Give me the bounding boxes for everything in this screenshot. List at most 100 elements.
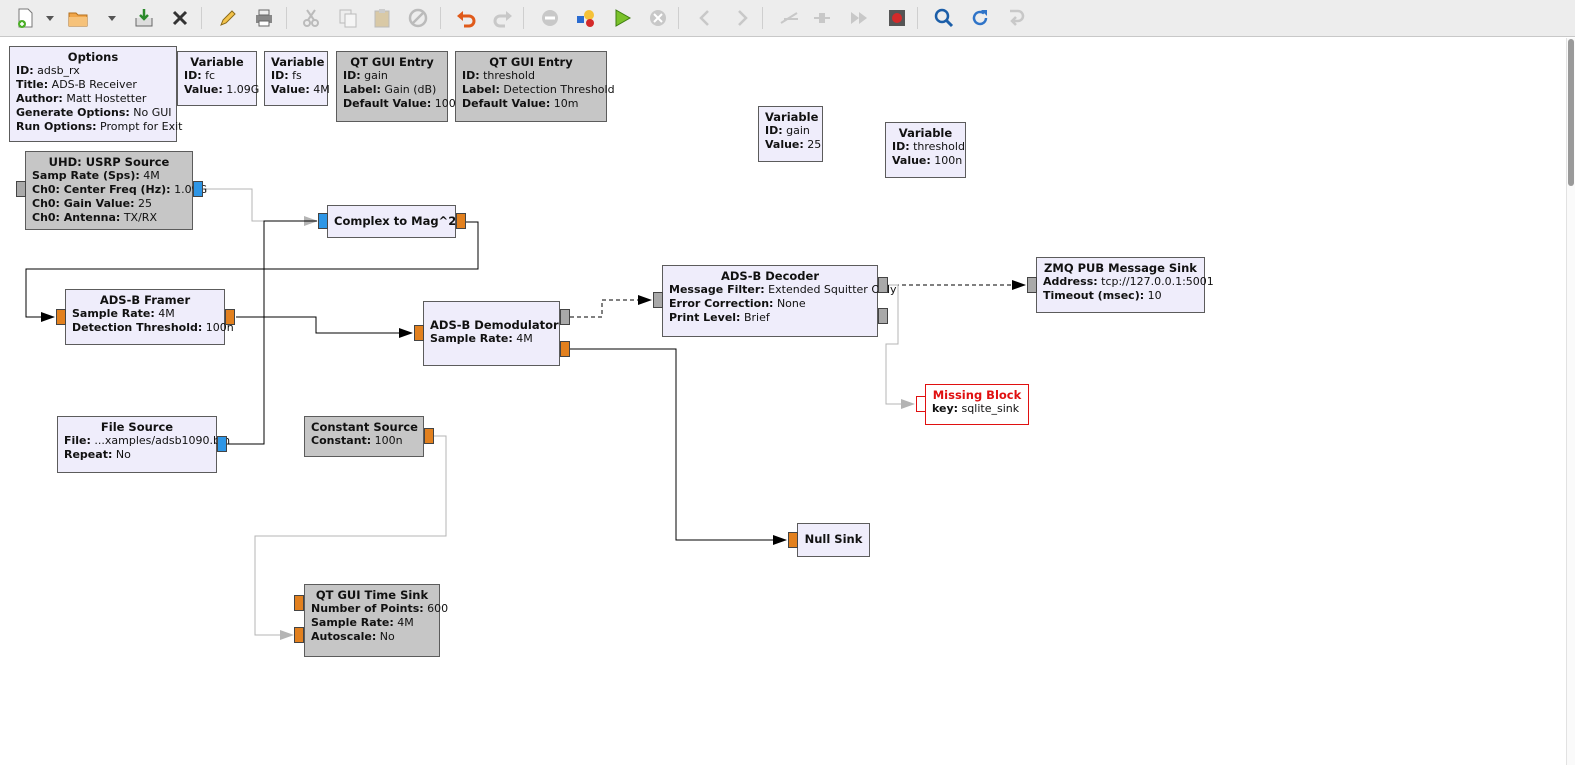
disable-icon[interactable] [537, 5, 563, 31]
connection-usrp-to-c2mag[interactable] [203, 188, 318, 226]
port-usrp-out[interactable] [193, 181, 203, 197]
block-param: Ch0: Antenna: TX/RX [32, 211, 186, 225]
block-missing[interactable]: Missing Block key: sqlite_sink [925, 384, 1029, 425]
block-zmq-pub-message-sink[interactable]: ZMQ PUB Message Sink Address: tcp://127.… [1036, 257, 1214, 313]
port-filesource-out[interactable] [217, 436, 227, 452]
undo-icon[interactable] [453, 5, 479, 31]
param-value: 25 [134, 197, 152, 210]
port-timesink-in-1[interactable] [294, 627, 304, 643]
open-icon[interactable] [65, 5, 91, 31]
block-null-sink[interactable]: Null Sink [797, 523, 870, 557]
block-file-source[interactable]: File Source File: ...xamples/adsb1090.bi… [57, 416, 230, 473]
port-missing-in[interactable] [916, 396, 926, 412]
block-params: key: sqlite_sink [932, 402, 1022, 416]
kill-icon[interactable] [645, 5, 671, 31]
param-value: 100n [371, 434, 403, 447]
block-title: QT GUI Entry [350, 55, 434, 69]
block-title: ADS-B Demodulator [430, 318, 559, 332]
param-value: Extended Squitter Only [764, 283, 897, 296]
execute-icon[interactable] [609, 5, 635, 31]
new-icon[interactable] [12, 5, 38, 31]
copy-icon[interactable] [335, 5, 361, 31]
port-timesink-in-0[interactable] [294, 595, 304, 611]
reload-icon[interactable] [967, 5, 993, 31]
block-complex-to-mag2[interactable]: Complex to Mag^2 [327, 205, 456, 238]
find-icon[interactable] [931, 5, 957, 31]
new-dropdown-icon[interactable] [44, 5, 56, 31]
port-decoder-in[interactable] [653, 292, 663, 308]
print-icon[interactable] [251, 5, 277, 31]
fast-forward-icon[interactable] [846, 5, 872, 31]
param-key: Error Correction: [669, 297, 774, 310]
cut-icon[interactable] [298, 5, 324, 31]
block-param: Ch0: Gain Value: 25 [32, 197, 186, 211]
param-value: 4M [393, 616, 414, 629]
port-decoder-unknown-out[interactable] [878, 308, 888, 324]
connection-demod-to-decoder[interactable] [570, 295, 652, 318]
port-zmq-in[interactable] [1027, 277, 1037, 293]
edit-icon[interactable] [215, 5, 241, 31]
generate-icon[interactable] [573, 5, 599, 31]
block-title: Variable [271, 55, 325, 69]
param-key: Default Value: [462, 97, 551, 110]
block-constant-source[interactable]: Constant Source Constant: 100n [304, 416, 424, 457]
port-framer-out[interactable] [225, 309, 235, 325]
param-value: 4M [154, 307, 175, 320]
port-demod-msg-out[interactable] [560, 309, 570, 325]
bypass-icon[interactable] [809, 5, 835, 31]
vertical-scrollbar[interactable] [1566, 38, 1575, 765]
rotate-left-icon[interactable] [692, 5, 718, 31]
block-param: Address: tcp://127.0.0.1:5001 [1043, 275, 1214, 289]
screenshot-icon[interactable] [884, 5, 910, 31]
param-value: 10m [550, 97, 579, 110]
port-c2mag-out[interactable] [456, 213, 466, 229]
block-title: ADS-B Framer [99, 293, 191, 307]
rotate-right-icon[interactable] [729, 5, 755, 31]
param-key: Label: [462, 83, 500, 96]
block-adsb-demodulator[interactable]: ADS-B Demodulator Sample Rate: 4M [423, 301, 560, 366]
connection-framer-to-demod[interactable] [236, 316, 413, 338]
block-param: Timeout (msec): 10 [1043, 289, 1198, 303]
redo-icon[interactable] [490, 5, 516, 31]
param-value: Detection Threshold [499, 83, 615, 96]
port-nullsink-in[interactable] [788, 532, 798, 548]
block-adsb-decoder[interactable]: ADS-B Decoder Message Filter: Extended S… [662, 265, 897, 337]
close-icon[interactable] [167, 5, 193, 31]
enable-icon[interactable] [776, 5, 802, 31]
connection-constsource-to-timesink[interactable] [254, 435, 447, 640]
port-constsource-out[interactable] [424, 428, 434, 444]
connection-demod-to-nullsink[interactable] [570, 348, 787, 545]
param-value: ...xamples/adsb1090.bin [90, 434, 231, 447]
block-title: Options [67, 50, 119, 64]
connection-decoder-to-missing[interactable] [885, 284, 915, 409]
paste-icon[interactable] [369, 5, 395, 31]
port-demod-out[interactable] [560, 341, 570, 357]
block-title: Constant Source [311, 420, 418, 434]
port-framer-in[interactable] [56, 309, 66, 325]
connection-c2mag-to-framer[interactable] [25, 221, 479, 322]
more-icon[interactable] [1003, 5, 1029, 31]
scrollbar-thumb[interactable] [1568, 39, 1574, 186]
delete-icon[interactable] [405, 5, 431, 31]
port-decoder-decoded-out[interactable] [878, 277, 888, 293]
port-demod-in[interactable] [414, 325, 424, 341]
port-c2mag-in[interactable] [318, 213, 328, 229]
save-icon[interactable] [131, 5, 157, 31]
open-dropdown-icon[interactable] [106, 5, 118, 31]
param-key: Print Level: [669, 311, 741, 324]
connection-filesource-to-c2mag[interactable] [226, 220, 317, 445]
port-usrp-command-in[interactable] [16, 181, 26, 197]
